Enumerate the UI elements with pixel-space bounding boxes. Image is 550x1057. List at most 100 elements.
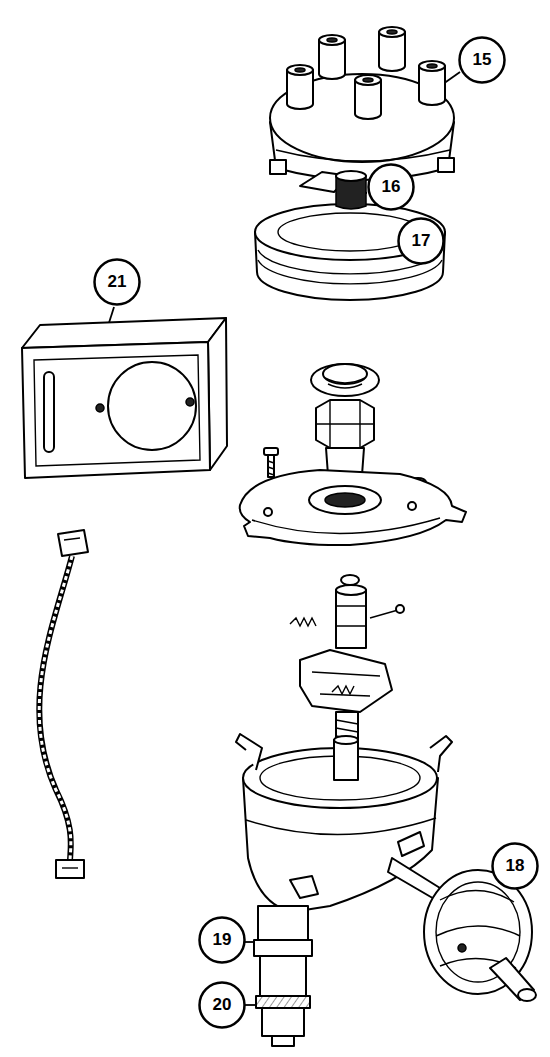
callout-outline [200, 983, 245, 1028]
screw [264, 448, 278, 455]
callout-outline [200, 918, 245, 963]
ignition-module [34, 355, 200, 466]
cam-and-weights [396, 605, 404, 613]
leader-line [108, 72, 492, 1005]
callout-outline [369, 165, 414, 210]
seal-and-bush [323, 364, 367, 384]
screw [268, 455, 274, 477]
distributor-cap [363, 78, 373, 82]
distributor-cap [387, 30, 397, 34]
rotor-arm [300, 171, 366, 209]
ignition-module [96, 404, 104, 412]
callout-outline [95, 260, 140, 305]
distributor-cap [270, 160, 286, 174]
distributor-body [334, 740, 358, 780]
distributor-cap [355, 75, 381, 85]
base-plate [240, 470, 466, 545]
seal-and-bush [311, 364, 379, 396]
callout-circle: 15 [458, 36, 506, 84]
distributor-cap [287, 27, 445, 119]
distributor-cap [327, 38, 337, 42]
callout-number: 17 [412, 231, 431, 251]
callout-number: 19 [213, 930, 232, 950]
vacuum-unit [436, 890, 520, 968]
cam-and-weights [336, 590, 366, 648]
distributor-body [246, 818, 436, 835]
distributor-cap [276, 150, 450, 161]
drive-shaft [258, 906, 308, 940]
base-plate [264, 508, 272, 516]
distributor-body [236, 734, 262, 770]
vacuum-unit [388, 858, 440, 900]
callout-circle: 17 [397, 217, 445, 265]
base-plate [309, 486, 381, 514]
drive-shaft [260, 956, 306, 996]
drive-shaft [254, 906, 312, 1046]
cam-and-weights [332, 686, 354, 694]
drive-shaft [254, 940, 312, 956]
callout-number: 21 [108, 272, 127, 292]
drive-shaft [256, 996, 310, 1008]
distributor-cap [419, 61, 445, 71]
wire-harness [58, 530, 88, 556]
cam-and-weights [290, 575, 404, 760]
vacuum-unit [518, 989, 536, 1001]
callout-circle: 18 [491, 842, 539, 890]
distributor-body [398, 832, 424, 856]
distributor-cap [270, 27, 454, 180]
callout-number: 16 [382, 177, 401, 197]
drive-shaft [256, 996, 310, 1008]
seal-and-bush [316, 400, 374, 448]
callout-outline [493, 844, 538, 889]
cam-and-weights [312, 672, 380, 696]
distributor-body [236, 734, 452, 912]
distributor-cap [287, 65, 313, 75]
distributor-cap [427, 64, 437, 68]
callout-circle: 19 [198, 916, 246, 964]
wire-harness [62, 867, 78, 868]
wire-harness [64, 538, 80, 540]
cam-and-weights [290, 618, 316, 626]
wire-harness [56, 860, 84, 878]
wire-harness [39, 530, 88, 878]
distributor-body [430, 736, 452, 772]
callout-circle: 16 [367, 163, 415, 211]
distributor-body [290, 876, 318, 898]
callout-outline [399, 219, 444, 264]
ignition-module [108, 362, 196, 450]
callout-outline [460, 38, 505, 83]
distributor-cap [319, 35, 345, 45]
callout-circle: 20 [198, 981, 246, 1029]
seal-and-bush [311, 364, 379, 479]
ignition-module [22, 342, 210, 478]
screw [268, 461, 274, 475]
base-plate [325, 493, 365, 507]
ignition-module [186, 398, 194, 406]
cam-and-weights [336, 606, 366, 626]
cam-and-weights [370, 610, 398, 618]
callout-circle: 21 [93, 258, 141, 306]
wire-harness [39, 556, 72, 862]
seal-and-bush [316, 400, 374, 448]
ignition-module [44, 372, 54, 452]
distributor-cap [379, 27, 405, 37]
vacuum-unit [458, 944, 466, 952]
callout-number: 15 [473, 50, 492, 70]
callout-number: 20 [213, 995, 232, 1015]
drive-shaft [262, 1008, 304, 1036]
rotor-shield [255, 204, 445, 300]
drive-shaft [272, 1036, 294, 1046]
wire-harness [39, 556, 72, 862]
base-plate [408, 502, 416, 510]
base-plate [252, 518, 440, 534]
distributor-body [334, 736, 358, 744]
ignition-module [208, 318, 227, 470]
rotor-arm [336, 171, 366, 181]
seal-and-bush [325, 378, 365, 388]
cam-and-weights [341, 575, 359, 585]
distributor-cap [438, 158, 454, 172]
cam-and-weights [336, 585, 366, 595]
